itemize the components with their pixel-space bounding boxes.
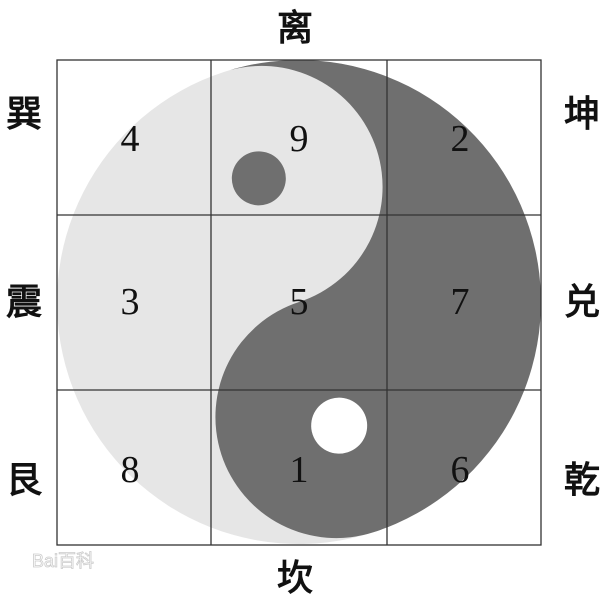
cell-number: 8 [121, 449, 140, 491]
trigram-zhen: 震 [6, 281, 42, 323]
trigram-li: 离 [277, 7, 313, 49]
yin-yang-dark-half [215, 60, 541, 539]
cell-number: 9 [290, 118, 309, 160]
trigram-gen: 艮 [6, 459, 43, 501]
cell-number: 6 [451, 449, 470, 491]
trigram-qian: 乾 [564, 459, 600, 501]
cell-number: 4 [121, 118, 140, 160]
trigram-kun: 坤 [564, 93, 600, 135]
yin-dot-dark [231, 151, 286, 206]
trigram-xun: 巽 [6, 93, 42, 135]
cell-number: 1 [290, 449, 309, 491]
trigram-dui: 兑 [564, 281, 600, 323]
cell-number: 5 [290, 281, 309, 323]
cell-number: 3 [121, 281, 140, 323]
magic-square-numbers: 4 9 2 3 5 7 8 1 6 [121, 118, 470, 491]
watermark: Bai百科 [32, 551, 94, 571]
trigram-kan: 坎 [277, 557, 313, 599]
yang-dot-light [311, 397, 368, 454]
cell-number: 7 [451, 281, 470, 323]
grid-lines [56, 59, 542, 546]
cell-number: 2 [451, 118, 470, 160]
trigram-labels: 离 坎 巽 震 艮 坤 兑 乾 [6, 7, 600, 599]
